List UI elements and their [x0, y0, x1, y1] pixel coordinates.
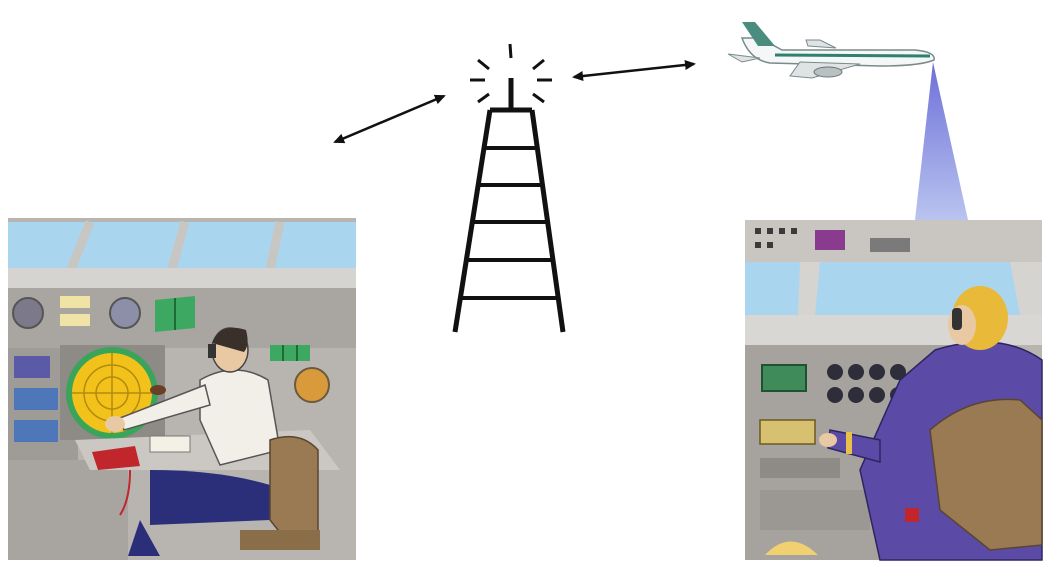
transmission-beam: [915, 62, 968, 220]
radio-tower: [455, 44, 563, 332]
arrow-tower-aircraft: [574, 64, 694, 77]
control-tower-console: [8, 218, 356, 560]
airliner: [728, 22, 968, 220]
cockpit-pilot: [745, 220, 1042, 560]
arrow-ground-tower: [335, 96, 444, 142]
